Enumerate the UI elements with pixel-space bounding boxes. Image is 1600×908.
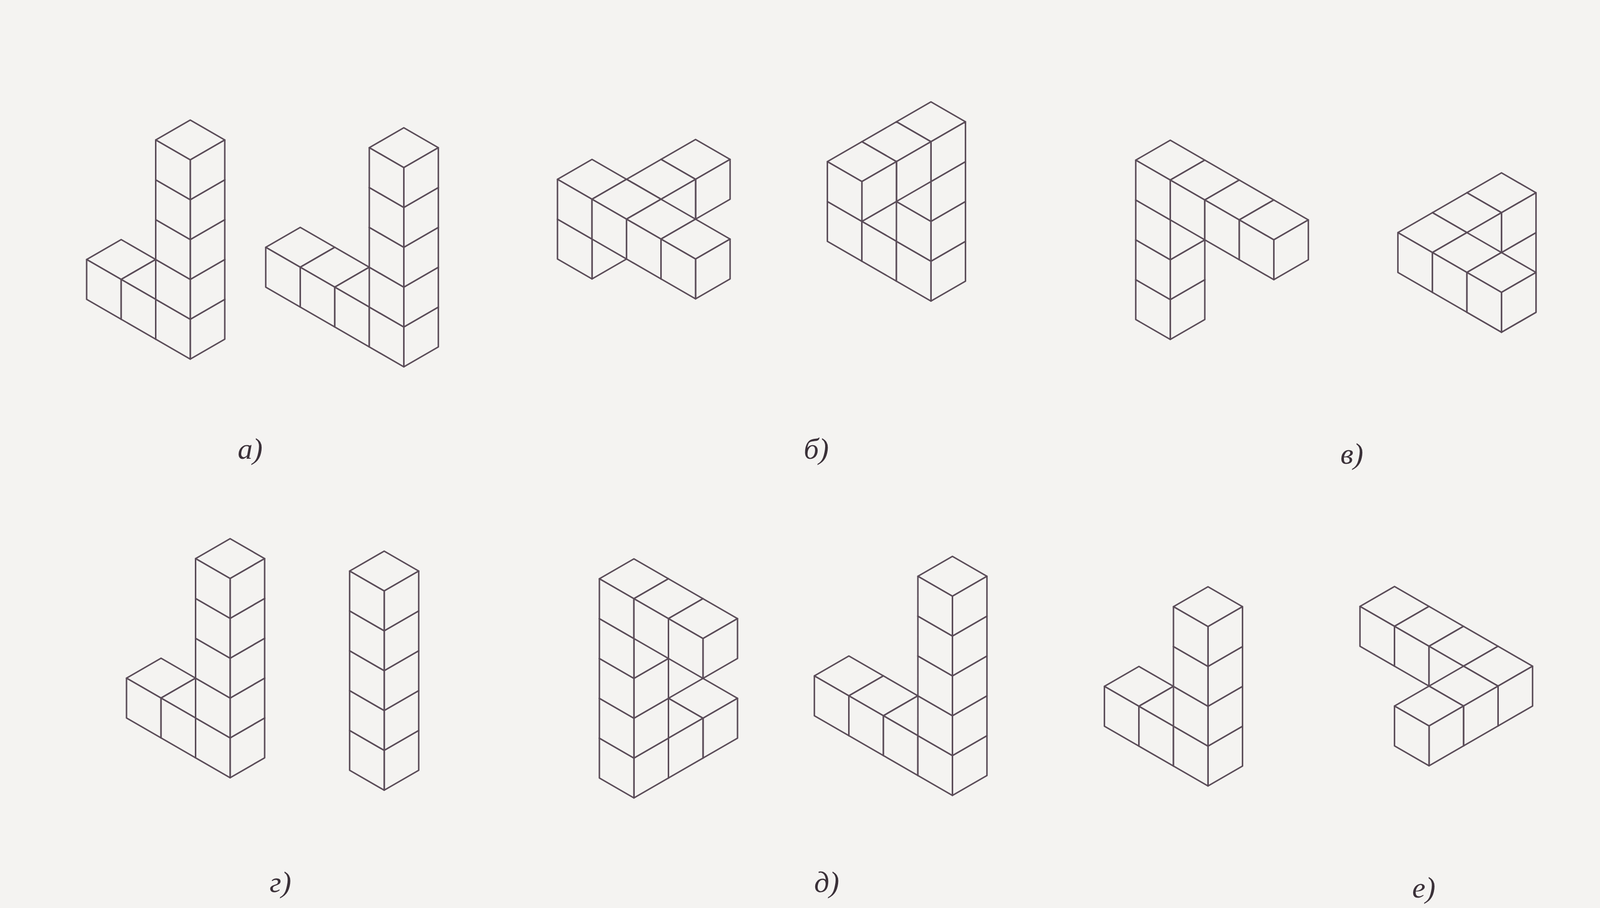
cube-face: [626, 219, 661, 280]
cube-face: [300, 267, 335, 328]
figure-label-holder: в): [1340, 437, 1364, 471]
figure-label: в): [1340, 437, 1364, 471]
figure-label-holder: б): [803, 432, 829, 466]
cube-face: [849, 696, 884, 756]
cube-face: [190, 140, 225, 200]
figure-label-holder: е): [1412, 871, 1436, 905]
cube-face: [384, 571, 419, 632]
figure-label: д): [814, 866, 840, 899]
cube-face: [195, 559, 231, 619]
cube-face: [349, 571, 385, 632]
cube-face: [1501, 272, 1536, 333]
cube-face: [1170, 180, 1205, 241]
figure-label: е): [1412, 871, 1436, 905]
cube-structure: [557, 139, 730, 299]
cube-structure: [265, 128, 438, 368]
cube-face: [862, 221, 897, 282]
cube-face: [896, 142, 931, 202]
cube-face: [599, 579, 634, 639]
cube-face: [695, 239, 730, 299]
figure-label: б): [803, 432, 829, 466]
cube-face: [1466, 272, 1502, 333]
cube-structure: [1359, 586, 1533, 767]
cube-face: [862, 161, 897, 222]
cube-face: [703, 698, 738, 759]
cube-face: [661, 239, 696, 299]
cube-face: [695, 159, 730, 220]
cube-face: [155, 140, 191, 200]
cube-face: [952, 576, 987, 637]
cube-face: [230, 559, 265, 619]
cube-face: [265, 247, 300, 308]
cube-face: [1432, 252, 1467, 313]
cube-face: [1273, 220, 1309, 281]
cube-face: [1501, 192, 1536, 253]
cube-structure: [599, 559, 738, 799]
cube-face: [1204, 200, 1240, 261]
cube-face: [1497, 666, 1533, 727]
cube-face: [1139, 706, 1174, 767]
cube-face: [883, 716, 918, 776]
cube-face: [1173, 606, 1208, 667]
cube-face: [1394, 626, 1430, 687]
cube-face: [668, 718, 704, 779]
cube-structure: [126, 539, 265, 779]
cube-face: [591, 199, 627, 260]
cube-face: [917, 576, 953, 637]
cube-face: [369, 147, 404, 208]
cube-face: [633, 598, 669, 659]
figure-label: г): [269, 866, 291, 899]
cube-structure: [1397, 172, 1536, 333]
cube-face: [930, 122, 966, 182]
figure-label-holder: д): [814, 866, 840, 899]
cube-face: [126, 678, 161, 739]
figure-label-holder: г): [269, 866, 291, 899]
cube-face: [1429, 706, 1464, 767]
cube-face: [1359, 606, 1395, 667]
cube-structure: [349, 551, 420, 791]
cube-face: [403, 147, 438, 208]
cube-face: [1207, 606, 1243, 667]
cube-face: [1394, 706, 1430, 767]
cube-structure: [827, 102, 966, 302]
cube-structure: [814, 556, 987, 796]
figure-label-holder: а): [237, 432, 263, 466]
cube-face: [334, 287, 370, 348]
cube-face: [1135, 160, 1170, 221]
cube-face: [827, 161, 862, 222]
cube-face: [1397, 232, 1433, 293]
cube-face: [814, 676, 849, 736]
cube-face: [703, 618, 738, 679]
cube-structure: [1135, 140, 1309, 340]
cube-face: [86, 259, 122, 320]
cube-structure: [1104, 586, 1243, 787]
cube-face: [121, 279, 156, 340]
cube-face: [557, 179, 592, 240]
cube-face: [1463, 686, 1498, 747]
cube-face: [668, 618, 704, 679]
cube-face: [160, 698, 196, 759]
figure-label: а): [237, 432, 263, 466]
cube-face: [1104, 686, 1139, 747]
cube-face: [1239, 220, 1274, 281]
cube-structure: [86, 120, 225, 360]
